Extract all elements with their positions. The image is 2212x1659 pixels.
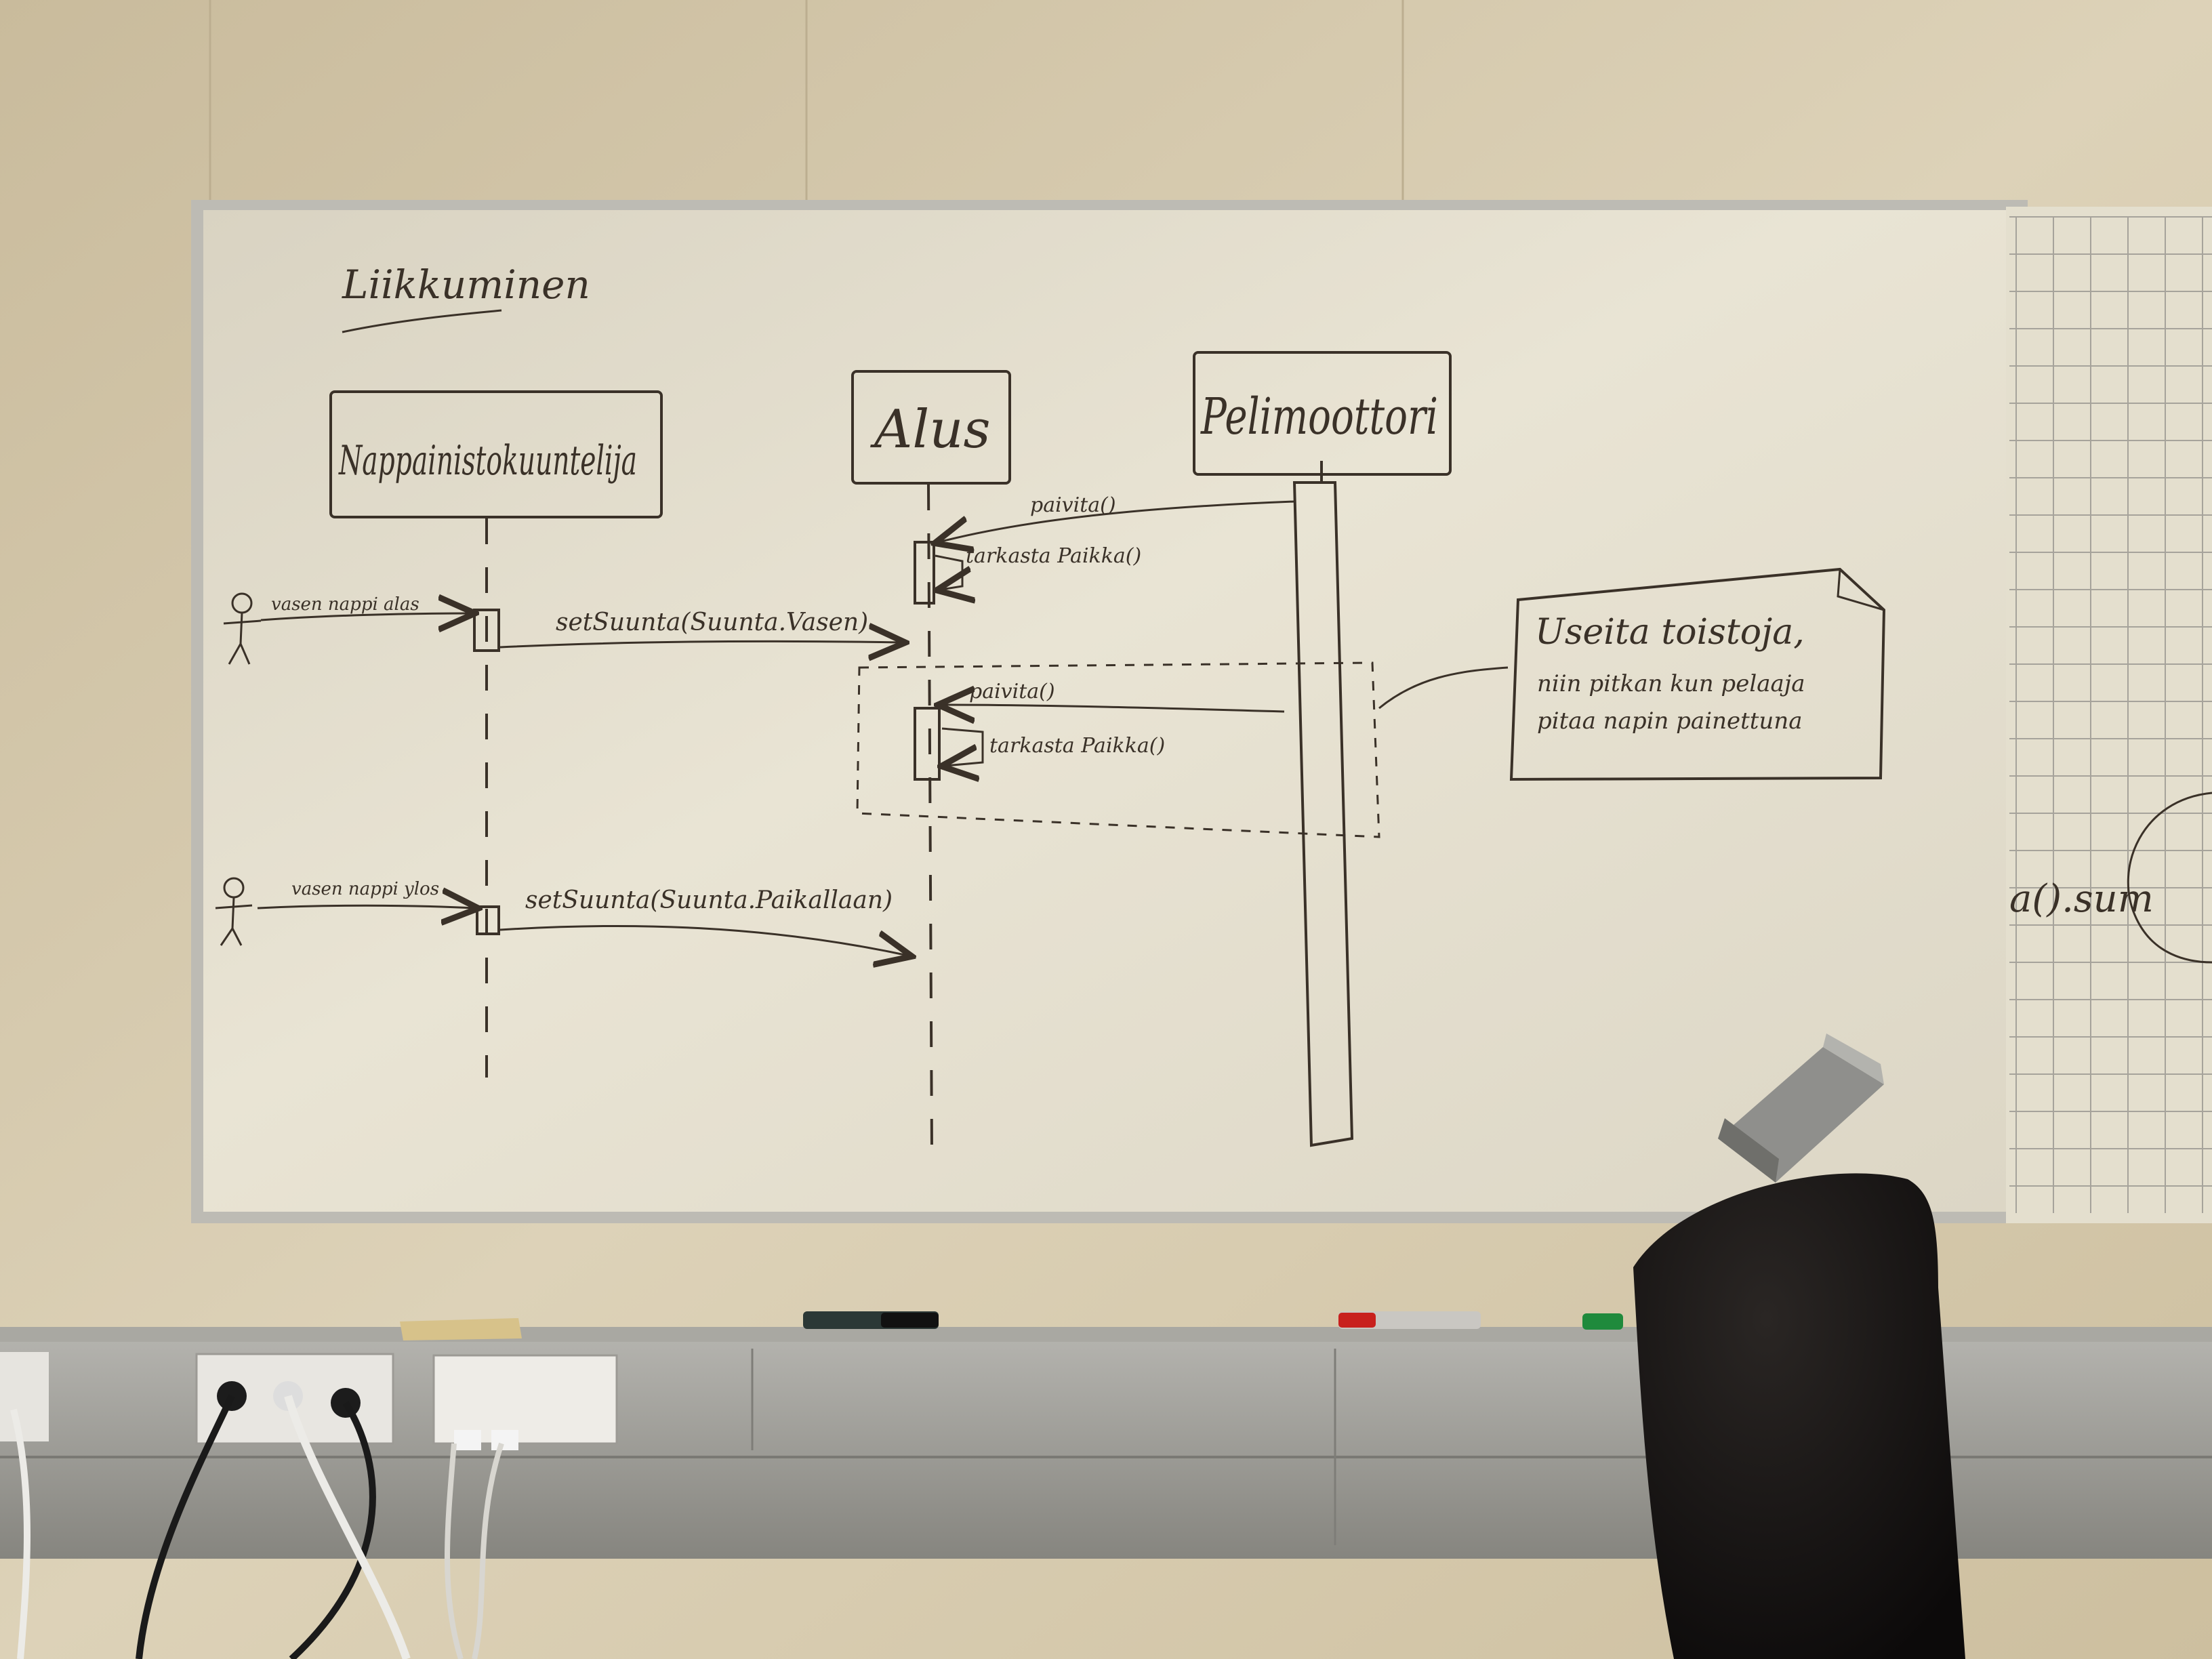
- network-outlet: [432, 1354, 618, 1450]
- lifeline-label: Pelimoottori: [1200, 388, 1438, 446]
- message-setsuunta-paikallaan: setSuunta(Suunta.Paikallaan): [499, 886, 908, 956]
- note-line-2: niin pitkan kun pelaaja: [1537, 670, 1805, 697]
- lifeline-alus: Alus: [851, 370, 1011, 1153]
- message-label: tarkasta Paikka(): [989, 734, 1165, 758]
- black-cable: [136, 1394, 235, 1659]
- loop-frame: [856, 661, 1380, 838]
- message-label: setSuunta(Suunta.Vasen): [556, 609, 868, 636]
- title-text: Liikkuminen: [342, 262, 590, 308]
- white-cable: [10, 1408, 30, 1659]
- black-marker: [803, 1311, 939, 1329]
- eraser: [1718, 1033, 1884, 1183]
- message-label: tarkasta Paikka(): [966, 544, 1141, 568]
- message-paivita-2: paivita(): [942, 680, 1285, 712]
- message-label: vasen nappi ylos: [291, 879, 439, 899]
- actor-figure: [223, 592, 262, 665]
- message-vasen-nappi-alas: vasen nappi alas: [260, 594, 471, 620]
- note: Useita toistoja, niin pitkan kun pelaaja…: [1378, 567, 1886, 781]
- black-cable: [289, 1401, 376, 1659]
- activation-box: [914, 707, 941, 781]
- actor-figure: [215, 877, 253, 946]
- lifeline-pelimoottori: Pelimoottori: [1193, 351, 1452, 1147]
- paper-item: [400, 1318, 522, 1340]
- white-cable: [445, 1443, 464, 1659]
- message-tarkasta-paikka-1: tarkasta Paikka(): [935, 544, 1141, 590]
- message-tarkasta-paikka-2: tarkasta Paikka(): [942, 727, 1165, 766]
- note-line-3: pitaa napin painettuna: [1537, 708, 1802, 735]
- side-board-text: a().sum: [2009, 877, 2154, 921]
- office-chair: [1633, 1173, 1965, 1659]
- lifeline-label: Alus: [870, 399, 991, 460]
- note-line-1: Useita toistoja,: [1535, 612, 1805, 653]
- white-cable: [472, 1442, 504, 1659]
- message-vasen-nappi-ylos: vasen nappi ylos: [257, 879, 474, 908]
- grid-board: a().sum: [2006, 207, 2212, 1223]
- message-label: paivita(): [1030, 493, 1116, 517]
- diagram-title: Liikkuminen: [342, 262, 590, 333]
- message-setsuunta-vasen: setSuunta(Suunta.Vasen): [499, 609, 901, 647]
- whiteboard: [203, 210, 2020, 1212]
- lifeline-nappainistokuuntelija: Nappainistokuuntelija: [329, 390, 663, 1078]
- white-cable: [284, 1395, 411, 1659]
- message-paivita-1: paivita(): [939, 493, 1295, 542]
- message-label: paivita(): [969, 680, 1055, 703]
- message-label: vasen nappi alas: [271, 594, 419, 615]
- lifeline-label: Nappainistokuuntelija: [338, 437, 637, 485]
- green-marker: [1582, 1313, 1623, 1330]
- message-label: setSuunta(Suunta.Paikallaan): [525, 886, 893, 914]
- red-marker: [1338, 1311, 1481, 1329]
